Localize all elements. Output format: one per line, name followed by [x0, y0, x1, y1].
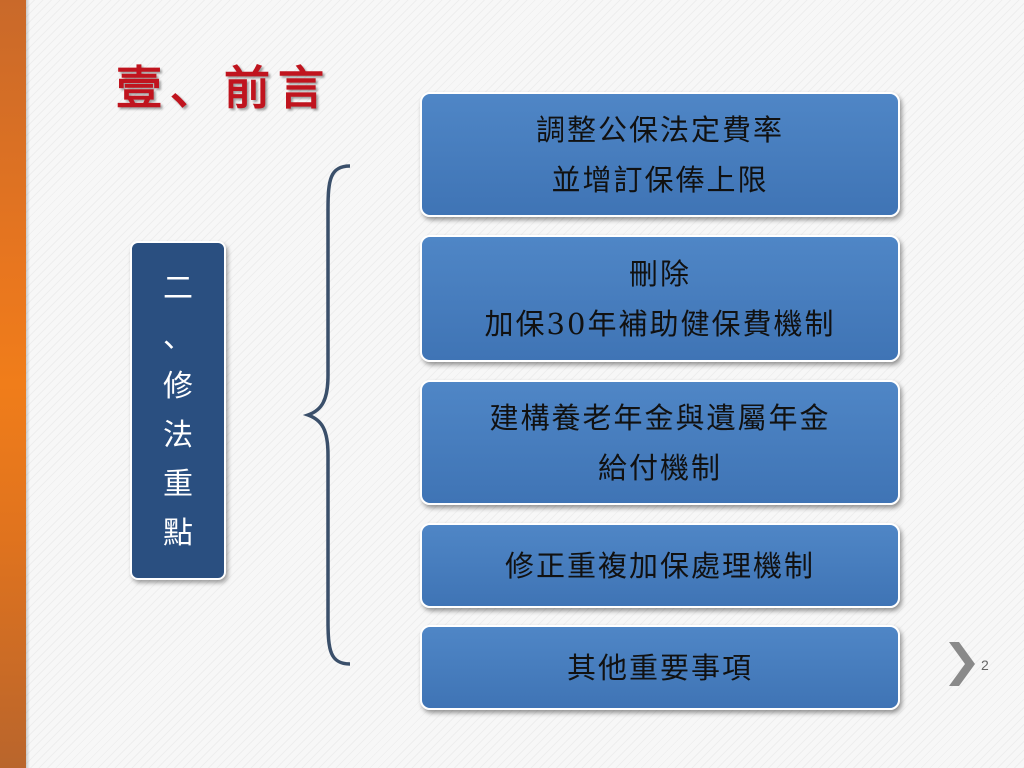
side-label-char: 法: [163, 417, 193, 453]
topic-item-line: 給付機制: [597, 450, 722, 485]
topic-item-line: 調整公保法定費率: [535, 112, 784, 147]
page-number: 2: [981, 657, 989, 673]
side-label-char: 重: [163, 466, 193, 502]
side-label-char: 二: [163, 270, 193, 306]
slide-title: 壹、前言: [116, 61, 332, 115]
side-label-char: 、: [163, 319, 193, 355]
topic-item-other[interactable]: 其他重要事項: [420, 625, 900, 710]
topic-item-line: 修正重複加保處理機制: [504, 548, 815, 583]
topic-item-pension[interactable]: 建構養老年金與遺屬年金 給付機制: [420, 380, 900, 505]
topic-item-line: 刪除: [628, 256, 691, 291]
side-label-box: 二 、 修 法 重 點: [130, 241, 226, 580]
topic-item-duplicate-insurance[interactable]: 修正重複加保處理機制: [420, 523, 900, 608]
topic-item-line: 建構養老年金與遺屬年金: [489, 400, 831, 435]
topic-item-fee-rate[interactable]: 調整公保法定費率 並增訂保俸上限: [420, 92, 900, 217]
chevron-right-icon[interactable]: [945, 640, 977, 688]
topic-item-line: 加保30年補助健保費機制: [484, 306, 836, 341]
accent-bar: [0, 0, 30, 768]
curly-brace: [302, 164, 351, 666]
side-label-char: 修: [163, 368, 193, 404]
topic-item-line: 其他重要事項: [566, 650, 753, 685]
topic-item-line: 並增訂保俸上限: [551, 162, 769, 197]
topic-item-health-subsidy[interactable]: 刪除 加保30年補助健保費機制: [420, 235, 900, 362]
side-label-char: 點: [163, 515, 193, 551]
